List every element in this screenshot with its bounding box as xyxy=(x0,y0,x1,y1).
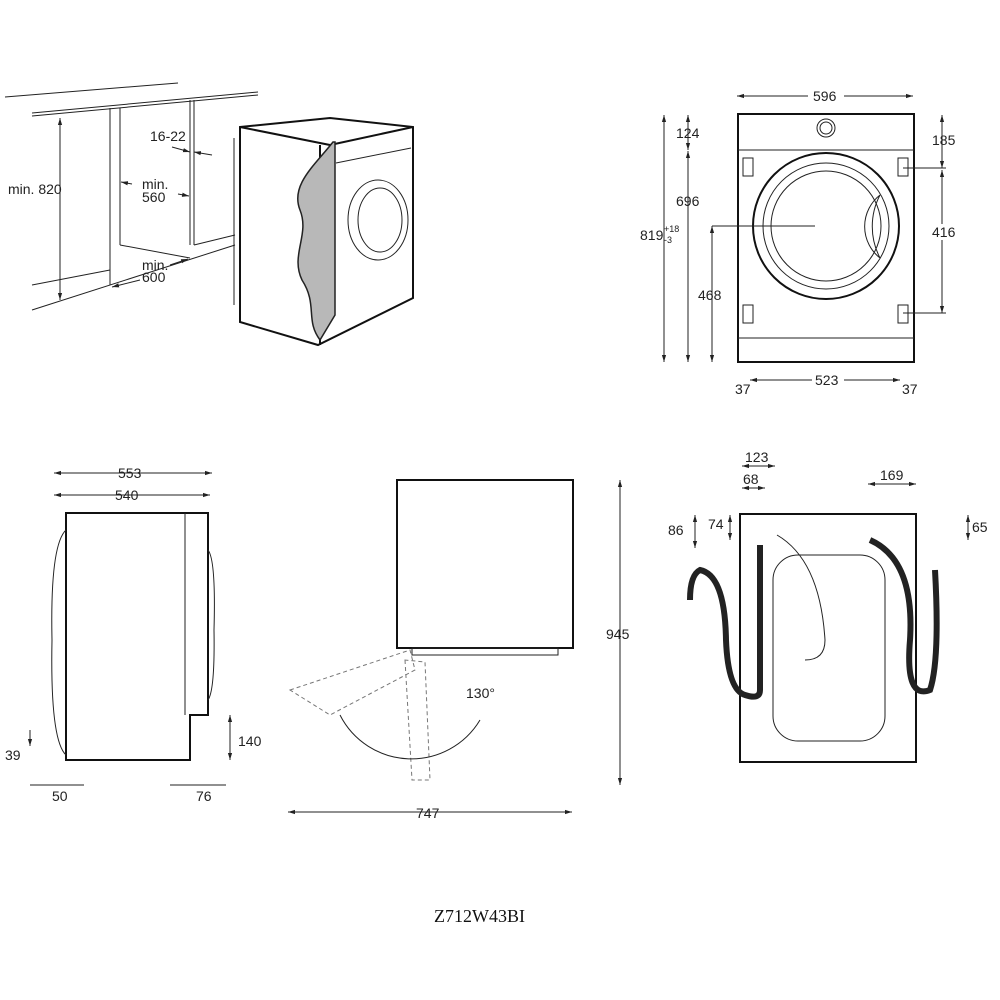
total-height: 819 xyxy=(640,227,664,243)
hose-169: 169 xyxy=(880,467,904,483)
foot-523: 523 xyxy=(815,372,839,388)
tol-plus: +18 xyxy=(664,224,679,234)
width-label-1: min. xyxy=(142,176,168,192)
foot-37-right: 37 xyxy=(902,381,918,397)
depth-540: 540 xyxy=(115,487,139,503)
foot-39: 39 xyxy=(5,747,21,763)
tol-minus: -3 xyxy=(664,235,672,245)
installation-view: min. 820 16-22 min. 560 min. 600 xyxy=(4,82,414,347)
depth-label-1: min. xyxy=(142,257,168,273)
height-945: 945 xyxy=(606,626,630,642)
top-124: 124 xyxy=(676,125,700,141)
hose-68: 68 xyxy=(743,471,759,487)
foot-37-left: 37 xyxy=(735,381,751,397)
front-50: 50 xyxy=(52,788,68,804)
angle-130: 130° xyxy=(466,685,495,701)
rear-76: 76 xyxy=(196,788,212,804)
hinge-416: 416 xyxy=(932,224,956,240)
height-label: min. 820 xyxy=(8,181,62,197)
hose-123: 123 xyxy=(745,449,769,465)
depth-553: 553 xyxy=(118,465,142,481)
vert-74: 74 xyxy=(708,516,724,532)
vert-86: 86 xyxy=(668,522,684,538)
model-name: Z712W43BI xyxy=(434,906,525,926)
rear-view: 123 68 86 74 169 65 xyxy=(668,449,988,763)
vert-65: 65 xyxy=(972,519,988,535)
right-185: 185 xyxy=(932,132,956,148)
recess-140: 140 xyxy=(238,733,262,749)
side-view: 553 540 39 140 50 76 xyxy=(5,465,262,804)
front-view: 596 819 +18 -3 124 696 468 185 416 523 3… xyxy=(640,88,960,397)
door-468: 468 xyxy=(698,287,722,303)
body-696: 696 xyxy=(676,193,700,209)
depth-label-2: 600 xyxy=(142,269,166,285)
width-label-2: 560 xyxy=(142,189,166,205)
door-view: 945 130° 747 xyxy=(288,479,630,821)
gap-label: 16-22 xyxy=(150,128,186,144)
width-596: 596 xyxy=(813,88,837,104)
depth-747: 747 xyxy=(416,805,440,821)
